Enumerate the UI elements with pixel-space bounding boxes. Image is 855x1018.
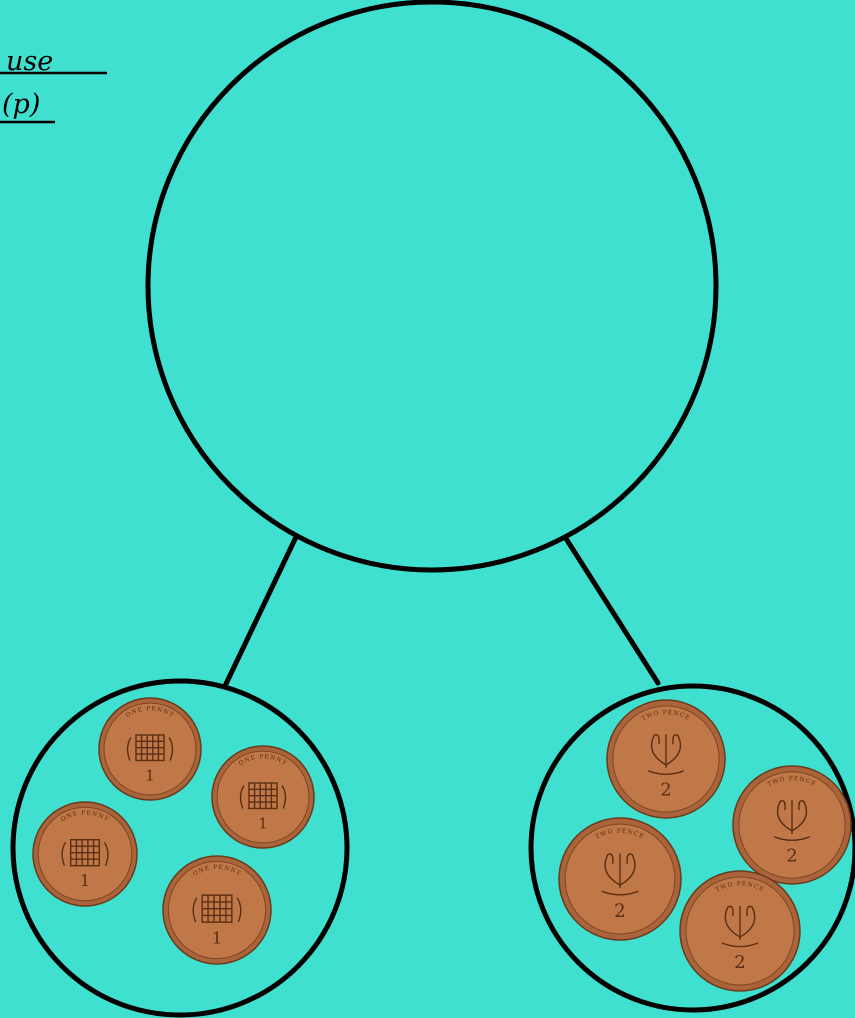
heading-line2: (p) bbox=[2, 89, 40, 120]
branch-right bbox=[565, 537, 658, 683]
coin-numeral: 1 bbox=[258, 815, 268, 833]
whole-circle[interactable] bbox=[148, 2, 716, 570]
coin-numeral: 2 bbox=[786, 847, 797, 867]
coin-numeral: 2 bbox=[734, 952, 745, 973]
coin-numeral: 2 bbox=[660, 781, 671, 801]
branch-left bbox=[225, 537, 296, 686]
coin-numeral: 2 bbox=[614, 901, 626, 922]
coin-numeral: 1 bbox=[212, 928, 222, 947]
heading: use (p) bbox=[0, 46, 107, 122]
whole-circle-outline bbox=[148, 2, 716, 570]
coin-numeral: 1 bbox=[145, 767, 155, 785]
coin-numeral: 1 bbox=[80, 872, 90, 890]
